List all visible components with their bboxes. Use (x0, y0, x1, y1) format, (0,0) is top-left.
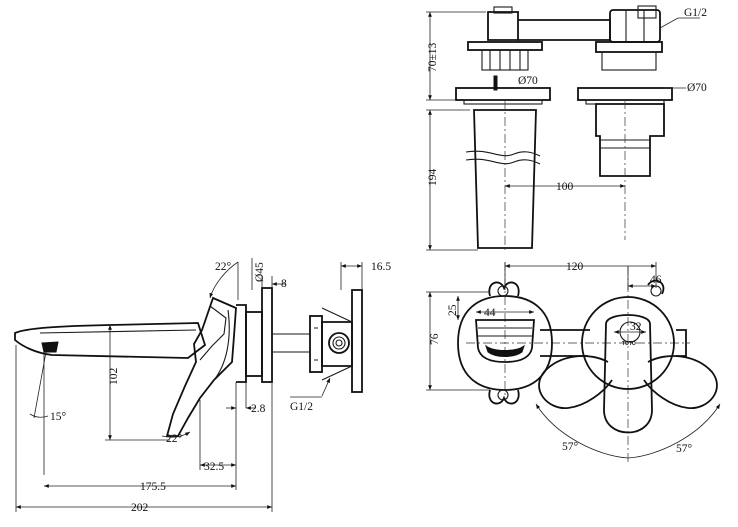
left-top-lug (488, 281, 520, 297)
right-plate (577, 87, 673, 101)
right-top-lug (647, 279, 665, 295)
valve-ring-inner (335, 339, 343, 347)
dim-57-left-arc (535, 403, 629, 459)
break-line-2 (465, 158, 541, 165)
handle-rotated-left (538, 355, 613, 409)
connecting-pipe (272, 333, 310, 353)
top-view: 70±13 G1/2 Ø70 Ø70 194 100 (426, 5, 707, 251)
label-70-13: 70±13 (427, 42, 439, 72)
handle-front (603, 314, 653, 434)
g12-top-leader (659, 17, 700, 29)
label-angle-22-bottom: 22° (166, 433, 183, 445)
valve-thread-marks (314, 327, 318, 361)
spout-outline (14, 322, 207, 359)
label-16-5: 16.5 (371, 261, 391, 273)
handle-contour (213, 309, 230, 381)
label-44: 44 (484, 307, 496, 319)
label-100: 100 (556, 181, 574, 193)
label-dia-70-left: Ø70 (518, 75, 538, 87)
right-top-body (609, 9, 661, 43)
spout-top-edge (39, 329, 197, 334)
left-plate-lip (463, 99, 543, 105)
spout-outlet-front (485, 344, 525, 357)
front-centerlines (504, 262, 629, 462)
right-thread-collar (595, 41, 663, 53)
dim-22-arc (209, 261, 239, 299)
side-view: 22° Ø45 8 16.5 102 15° 22° 2.8 G1/2 32.5… (14, 258, 391, 514)
mounting-flange (351, 289, 363, 393)
bridge-pipe (518, 19, 611, 41)
escutcheon-plate (261, 287, 273, 383)
label-102: 102 (108, 368, 120, 386)
left-thread-collar (467, 41, 543, 51)
front-view: TOTO 120 46 76 25 44 32 57° 57° (426, 261, 721, 462)
spout-front (475, 319, 535, 363)
label-32: 32 (630, 321, 642, 333)
spout-outlet (41, 341, 59, 353)
label-angle-57-left: 57° (562, 441, 579, 453)
g12-leader (321, 377, 331, 397)
left-bottom-lug (488, 389, 520, 405)
right-body-lines (625, 10, 645, 42)
escutcheon-inner (245, 311, 263, 377)
valve-bracket (321, 307, 353, 381)
label-thread-top: G1/2 (684, 7, 707, 19)
label-32-5: 32.5 (204, 461, 224, 473)
label-dia-45: Ø45 (254, 262, 266, 282)
handle-lever (165, 296, 237, 437)
dim-overall-ext (15, 345, 273, 512)
label-194: 194 (427, 169, 439, 187)
spout-body-top (473, 109, 537, 249)
label-2-8: 2.8 (251, 403, 266, 415)
left-thread (481, 49, 529, 71)
valve-ring-middle (332, 336, 346, 350)
left-top-body (487, 11, 519, 41)
left-escutcheon (457, 295, 553, 391)
brand-logo: TOTO (622, 341, 636, 347)
dim-15-slope (33, 351, 47, 419)
dim-2-8-ext (235, 382, 247, 470)
break-line-1 (465, 150, 541, 157)
left-top-cap (493, 6, 513, 14)
dim-76-ext (426, 291, 490, 391)
label-angle-15: 15° (50, 411, 67, 423)
label-angle-57-right: 57° (676, 443, 693, 455)
label-202: 202 (131, 502, 149, 514)
left-plate (455, 87, 551, 101)
dim-45-8-ext (251, 258, 273, 290)
body-collar (236, 304, 247, 383)
handle-inner-line (199, 305, 227, 361)
label-175-5: 175.5 (140, 481, 166, 493)
label-25: 25 (447, 304, 459, 316)
valve-nut (309, 315, 323, 373)
left-thread-marks (489, 50, 521, 70)
left-pin (493, 75, 498, 91)
label-120: 120 (566, 261, 584, 273)
right-outlet-stub (637, 5, 657, 19)
left-bottom-hole (497, 389, 509, 401)
right-escutcheon (581, 296, 675, 390)
top-view-centerlines (504, 100, 626, 250)
label-76: 76 (429, 333, 441, 345)
label-thread-side: G1/2 (290, 401, 313, 413)
label-dia-70-right: Ø70 (687, 82, 707, 94)
dim-57-right-arc (627, 403, 721, 459)
dim-22-bottom-arc (161, 431, 191, 438)
left-top-hole (497, 285, 509, 297)
label-46: 46 (650, 274, 662, 286)
right-thread (601, 51, 657, 71)
handle-rotated-right (643, 355, 718, 409)
dim-194-ext (426, 109, 478, 251)
spout-front-lines (478, 327, 532, 337)
dim-70-13-ext (426, 11, 486, 101)
handle-cartridge (595, 103, 665, 177)
valve-ring-outer (328, 332, 350, 354)
label-angle-22-top: 22° (215, 261, 232, 273)
valve-body (321, 321, 353, 367)
label-8: 8 (281, 278, 287, 290)
dim-15-arc (29, 413, 49, 418)
